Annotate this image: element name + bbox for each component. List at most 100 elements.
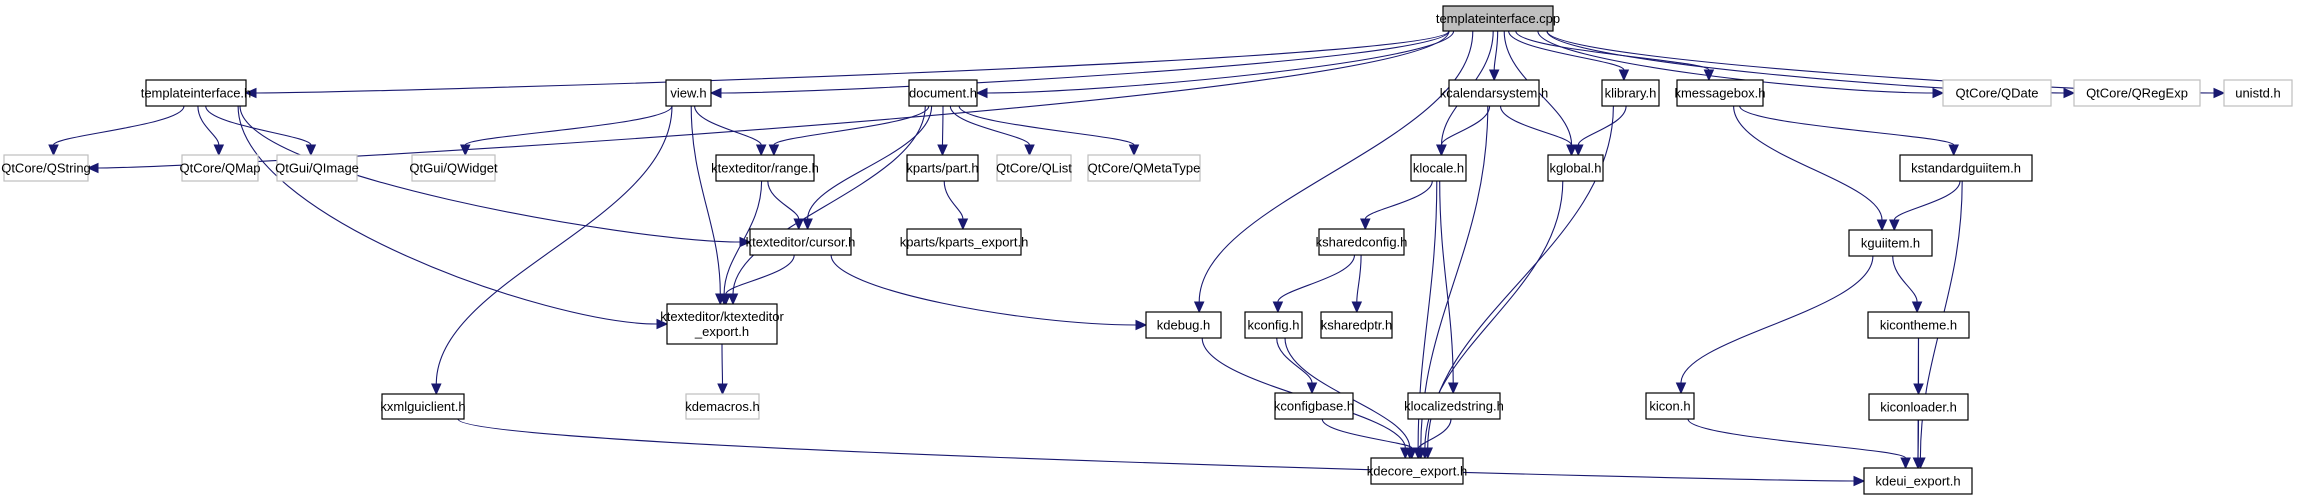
node-kparts-export-h[interactable]: kparts/kparts_export.h [900,228,1029,256]
node-label: document.h [909,86,977,101]
edge-line [237,105,658,325]
arrowhead-icon [1193,301,1205,314]
edges-layer [48,30,2226,487]
node-unistd-h[interactable]: unistd.h [2223,79,2293,107]
node-label: kconfig.h [1247,318,1299,333]
node-klocale-h[interactable]: klocale.h [1410,154,1467,182]
edge-klibrary_h-to-kglobal_h [1573,105,1627,157]
node-qregexp[interactable]: QtCore/QRegExp [2073,79,2201,107]
edge-line [941,105,944,146]
node-kglobal-h[interactable]: kglobal.h [1547,154,1604,182]
edge-line [435,105,673,385]
edge-line [205,105,312,146]
arrowhead-icon [48,144,59,157]
node-ksharedptr-h[interactable]: ksharedptr.h [1320,311,1393,339]
edge-line [1577,105,1627,146]
node-kconfig-h[interactable]: kconfig.h [1244,311,1303,339]
arrowhead-icon [1948,144,1959,157]
node-label: kparts/kparts_export.h [900,235,1029,250]
node-part-h[interactable]: kparts/part.h [906,154,979,182]
node-templateinterface-cpp[interactable]: templateinterface.cpp [1436,5,1560,32]
node-range-h[interactable]: ktexteditor/range.h [711,154,819,182]
node-box [715,154,815,182]
node-qimage[interactable]: QtGui/QImage [275,154,359,182]
edge-line [725,254,795,295]
node-box [3,154,89,182]
edge-line [464,105,673,146]
edge-line [52,105,185,146]
arrowhead-icon [1900,457,1911,470]
node-kcalendarsystem-h[interactable]: kcalendarsystem.h [1440,79,1548,107]
node-label: klibrary.h [1605,86,1657,101]
arrowhead-icon [1413,447,1425,460]
node-kstandardguiitem-h[interactable]: kstandardguiitem.h [1899,154,2033,182]
edge-kmessagebox_h-to-kguiitem_h [1733,105,1888,232]
node-kdebug-h[interactable]: kdebug.h [1145,311,1222,339]
node-label: kiconloader.h [1880,400,1957,415]
node-kiconloader-h[interactable]: kiconloader.h [1868,393,1969,421]
edge-line [1277,254,1356,303]
edge-templateinterface_cpp-to-qdate [1537,30,1945,99]
node-qmap[interactable]: QtCore/QMap [180,154,261,182]
node-cursor-h[interactable]: ktexteditor/cursor.h [746,228,856,256]
edge-line [1733,105,1883,221]
node-kconfigbase-h[interactable]: kconfigbase.h [1274,392,1354,420]
node-label: ktexteditor/cursor.h [746,235,856,250]
edge-line [1356,254,1362,303]
node-qmetatype[interactable]: QtCore/QMetaType [1087,154,1201,182]
node-templateinterface-h[interactable]: templateinterface.h [141,79,252,107]
node-qwidget[interactable]: QtGui/QWidget [409,154,498,182]
edge-view_h-to-kxmlguiclient_h [431,105,673,396]
node-qstring[interactable]: QtCore/QString [1,154,91,182]
node-kicon-h[interactable]: kicon.h [1645,392,1695,420]
node-kdeui-export-h[interactable]: kdeui_export.h [1863,467,1973,495]
arrowhead-icon [1272,301,1284,314]
node-kxmlguiclient-h[interactable]: kxmlguiclient.h [380,393,466,420]
node-label: view.h [670,86,706,101]
node-box [1601,79,1660,107]
node-ktexteditor-export-h[interactable]: ktexteditor/ktexteditor_export.h [660,303,784,345]
node-kguiitem-h[interactable]: kguiitem.h [1848,229,1933,257]
arrowhead-icon [1573,144,1584,157]
edge-templateinterface_h-to-qstring [48,105,185,157]
node-kmessagebox-h[interactable]: kmessagebox.h [1674,79,1766,107]
node-klocalizedstring-h[interactable]: klocalizedstring.h [1404,392,1504,420]
node-klibrary-h[interactable]: klibrary.h [1601,79,1660,107]
arrowhead-icon [1876,219,1888,232]
node-document-h[interactable]: document.h [908,79,978,107]
node-ksharedconfig-h[interactable]: ksharedconfig.h [1316,228,1408,256]
edge-line [732,105,926,295]
node-box [181,154,259,182]
edge-line [986,30,1455,94]
edge-line [773,105,930,146]
arrowhead-icon [709,87,722,99]
arrowhead-icon [431,383,442,396]
node-kicontheme-h[interactable]: kicontheme.h [1867,311,1970,339]
edge-templateinterface_h-to-ktexteditor_export_h [237,105,669,330]
edge-view_h-to-range_h [694,105,767,157]
node-kdecore-export-h[interactable]: kdecore_export.h [1367,457,1467,485]
node-qlist[interactable]: QtCore/QList [996,154,1072,182]
node-view-h[interactable]: view.h [665,79,712,107]
arrowhead-icon [1932,87,1945,99]
node-box [1942,79,2052,107]
edge-kstandardguiitem_h-to-kguiitem_h [1889,180,1961,232]
node-box [665,79,712,107]
edge-part_h-to-kparts_export_h [943,180,969,231]
edge-line [1917,419,1920,459]
node-label: kparts/part.h [906,161,978,176]
edge-templateinterface_h-to-cursor_h [239,105,752,248]
arrowhead-icon [1853,475,1866,487]
node-qdate[interactable]: QtCore/QDate [1942,79,2052,107]
edge-kcalendarsystem_h-to-kglobal_h [1499,105,1577,157]
edge-line [1440,105,1491,146]
arrowhead-icon [1306,382,1318,395]
edge-line [943,180,964,220]
edge-kxmlguiclient_h-to-kdeui_export_h [457,418,1866,487]
edge-ktexteditor_export_h-to-kdemacros_h [717,343,728,396]
node-kdemacros-h[interactable]: kdemacros.h [685,393,760,420]
edge-kconfigbase_h-to-kdecore_export_h [1321,418,1418,460]
node-box [1448,79,1540,107]
edge-line [723,180,763,295]
